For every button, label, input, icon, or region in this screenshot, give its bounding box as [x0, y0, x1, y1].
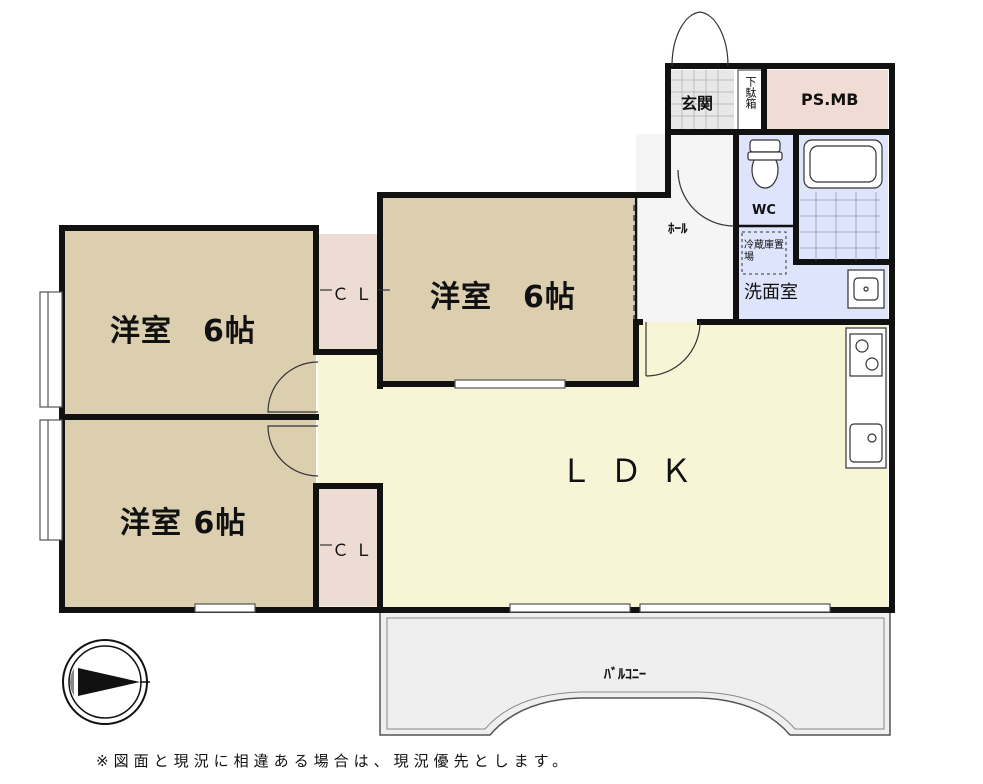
ps-mb-area [766, 70, 888, 130]
hall-floor [636, 134, 734, 322]
ps-mb-label: PS.MB [801, 90, 859, 109]
ldk-label: ＬＤＫ [560, 452, 711, 490]
hall-label: ﾎｰﾙ [668, 222, 688, 237]
compass-icon [62, 639, 150, 725]
closet-2-floor [318, 486, 378, 606]
balcony-area [379, 611, 891, 736]
shoe-box-label: 下駄箱 [744, 76, 757, 109]
closet-1-label: ＣＬ [332, 285, 378, 305]
balcony-label: ﾊﾞﾙｺﾆｰ [604, 667, 646, 683]
western-room-3-floor [380, 196, 634, 384]
washroom-label: 洗面室 [744, 282, 798, 303]
entrance-label: 玄関 [681, 94, 714, 113]
western-room-1-label: 洋室 6帖 [110, 314, 256, 349]
western-room-3-label: 洋室 6帖 [120, 506, 247, 541]
wc-label: WC [752, 203, 776, 218]
disclaimer-note: ※図面と現況に相違ある場合は、現況優先とします。 [96, 752, 573, 770]
fridge-space-label: 冷蔵庫置場 [744, 240, 784, 263]
western-room-2-label: 洋室 6帖 [430, 280, 576, 315]
closet-2-label: ＣＬ [332, 541, 378, 561]
western-room-1-floor [64, 230, 316, 415]
closet-1-floor [318, 234, 378, 352]
